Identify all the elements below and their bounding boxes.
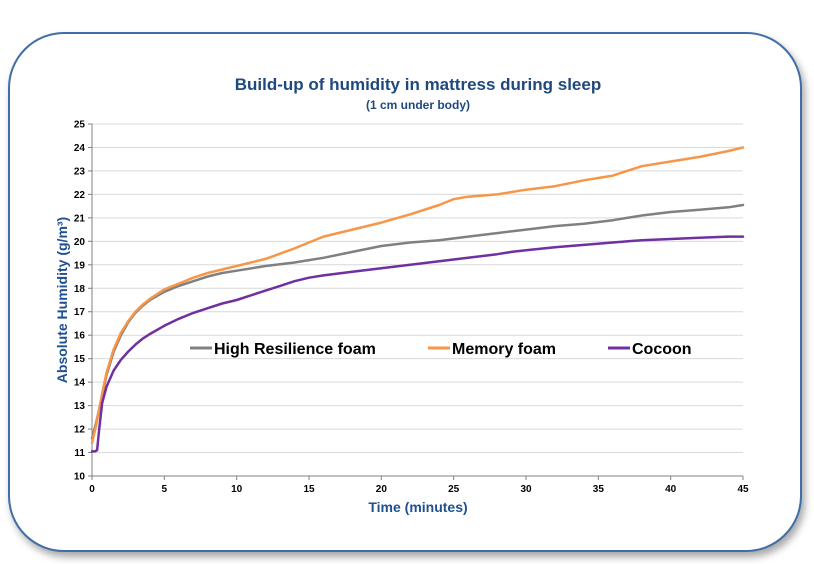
- legend: High Resilience foam Memory foam Cocoon: [190, 341, 692, 358]
- x-tick-label: 15: [303, 484, 315, 495]
- y-tick-label: 14: [74, 378, 86, 389]
- x-tick-label: 5: [162, 484, 168, 495]
- chart-subtitle: (1 cm under body): [366, 98, 470, 112]
- x-tick-label: 35: [593, 484, 605, 495]
- legend-item-memory-foam: Memory foam: [428, 341, 556, 358]
- series-line-2: [90, 235, 745, 453]
- x-tick-label: 0: [89, 484, 95, 495]
- x-tick-label: 45: [737, 484, 749, 495]
- y-tick-label: 13: [74, 401, 86, 412]
- y-tick-label: 12: [74, 425, 86, 436]
- chart-card: [8, 32, 802, 552]
- legend-label: High Resilience foam: [214, 341, 376, 358]
- legend-label: Memory foam: [452, 341, 556, 358]
- y-axis-label: Absolute Humidity (g/m³): [54, 217, 70, 383]
- x-tick-label: 40: [665, 484, 677, 495]
- legend-label: Cocoon: [632, 341, 692, 358]
- x-tick-label: 10: [231, 484, 243, 495]
- y-tick-label: 24: [74, 143, 86, 154]
- y-tick-label: 15: [74, 354, 86, 365]
- y-tick-labels: 10 11 12 13 14 15 16 17 18 19 20 21 22 23 24 25: [74, 120, 86, 483]
- y-tick-label: 25: [74, 120, 86, 131]
- grid-lines: [88, 123, 744, 480]
- series-line-1: [90, 146, 745, 445]
- y-tick-label: 20: [74, 237, 86, 248]
- series-lines: [90, 146, 745, 453]
- legend-item-high-resilience: High Resilience foam: [190, 341, 376, 358]
- y-tick-label: 17: [74, 307, 86, 318]
- axes: [91, 124, 743, 477]
- x-tick-label: 20: [376, 484, 388, 495]
- x-tick-label: 30: [520, 484, 532, 495]
- x-tick-label: 25: [448, 484, 460, 495]
- y-tick-label: 19: [74, 260, 86, 271]
- legend-item-cocoon: Cocoon: [608, 341, 692, 358]
- y-tick-label: 10: [74, 472, 86, 483]
- y-tick-label: 18: [74, 284, 86, 295]
- x-tick-labels: 0 5 10 15 20 25 30 35 40 45: [89, 484, 749, 495]
- x-axis-label: Time (minutes): [368, 499, 467, 515]
- y-tick-label: 11: [74, 448, 85, 459]
- y-tick-label: 21: [74, 213, 86, 224]
- chart-title: Build-up of humidity in mattress during …: [235, 75, 601, 94]
- y-tick-label: 23: [74, 166, 86, 177]
- y-tick-label: 16: [74, 331, 86, 342]
- y-tick-label: 22: [74, 190, 86, 201]
